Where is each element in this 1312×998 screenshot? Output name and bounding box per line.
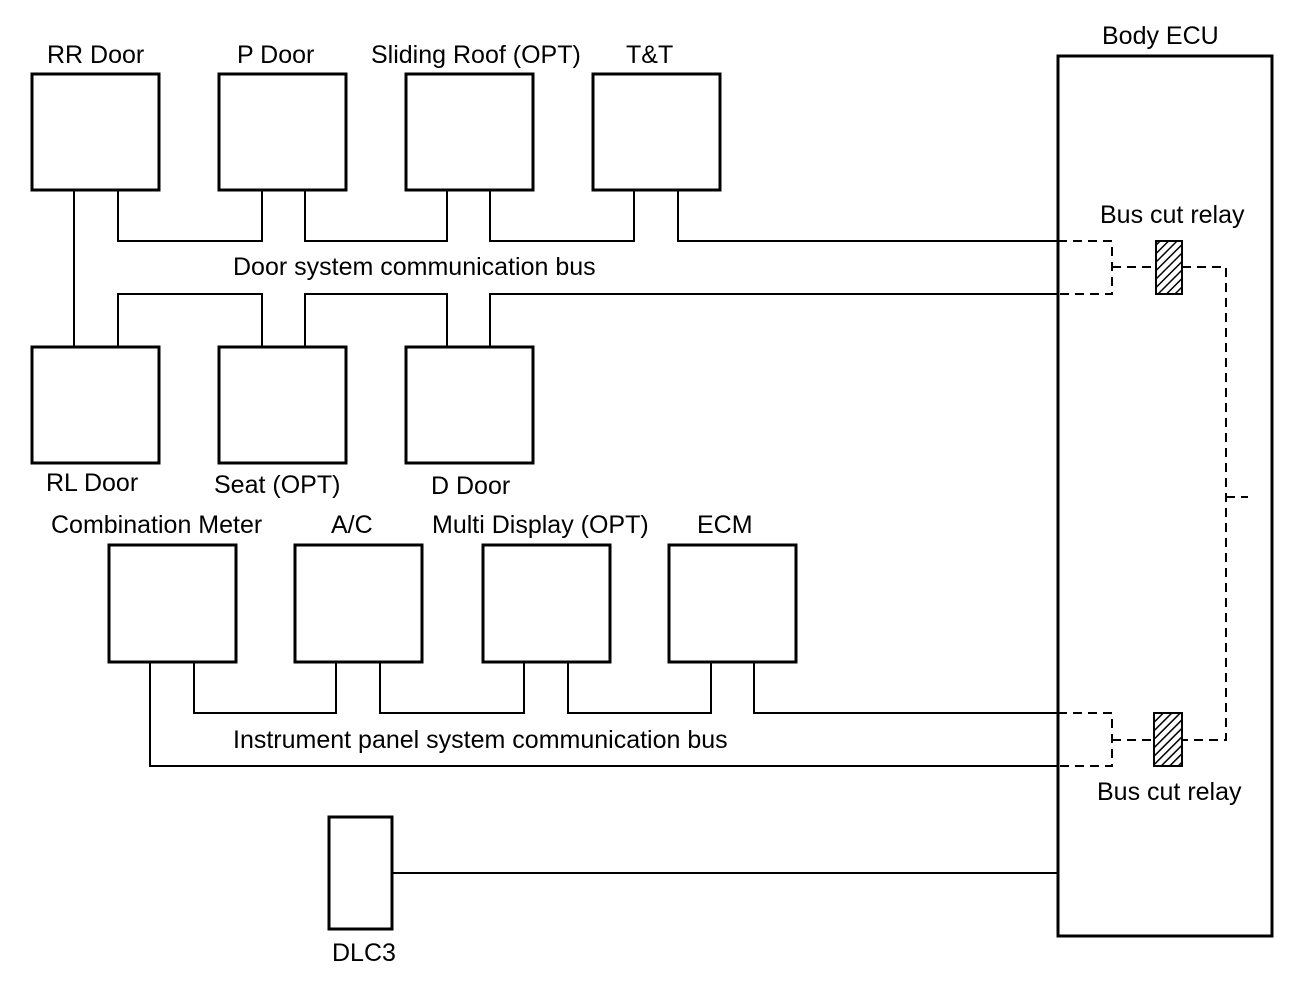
bus-cut-relay-lower	[1153, 712, 1183, 767]
rr-door-box	[30, 72, 161, 192]
combination-meter-box	[107, 543, 238, 664]
d-door-box	[404, 345, 535, 465]
p-door-box	[217, 72, 348, 192]
tt-label: T&T	[626, 41, 673, 69]
body-ecu-box	[1056, 54, 1274, 938]
seat-label: Seat (OPT)	[214, 471, 340, 499]
rr-door-label: RR Door	[47, 41, 144, 69]
seat-box	[217, 345, 348, 465]
instrument-bus-label: Instrument panel system communication bu…	[233, 726, 728, 754]
ecm-label: ECM	[697, 511, 753, 539]
door-bus-label: Door system communication bus	[233, 253, 596, 281]
d-door-label: D Door	[431, 472, 510, 500]
instrument-bus-wires	[149, 662, 1058, 767]
dlc3-label: DLC3	[332, 939, 396, 967]
door-bus-wires	[73, 190, 1058, 347]
sliding-roof-label: Sliding Roof (OPT)	[371, 41, 581, 69]
multi-display-label: Multi Display (OPT)	[432, 511, 649, 539]
upper-relay-label: Bus cut relay	[1100, 201, 1245, 229]
dlc3-box	[327, 815, 394, 931]
rl-door-box	[30, 345, 161, 465]
rl-door-label: RL Door	[46, 469, 138, 497]
multi-display-box	[481, 543, 612, 664]
lower-relay-label: Bus cut relay	[1097, 778, 1242, 806]
bus-cut-relay-upper	[1155, 240, 1183, 295]
ac-box	[293, 543, 424, 664]
body-ecu-label: Body ECU	[1102, 22, 1219, 50]
combination-meter-label: Combination Meter	[51, 511, 262, 539]
ecm-box	[667, 543, 798, 664]
p-door-label: P Door	[237, 41, 314, 69]
tt-box	[591, 72, 722, 192]
ac-label: A/C	[331, 511, 373, 539]
relay-circuits	[1058, 240, 1248, 767]
sliding-roof-box	[404, 72, 535, 192]
